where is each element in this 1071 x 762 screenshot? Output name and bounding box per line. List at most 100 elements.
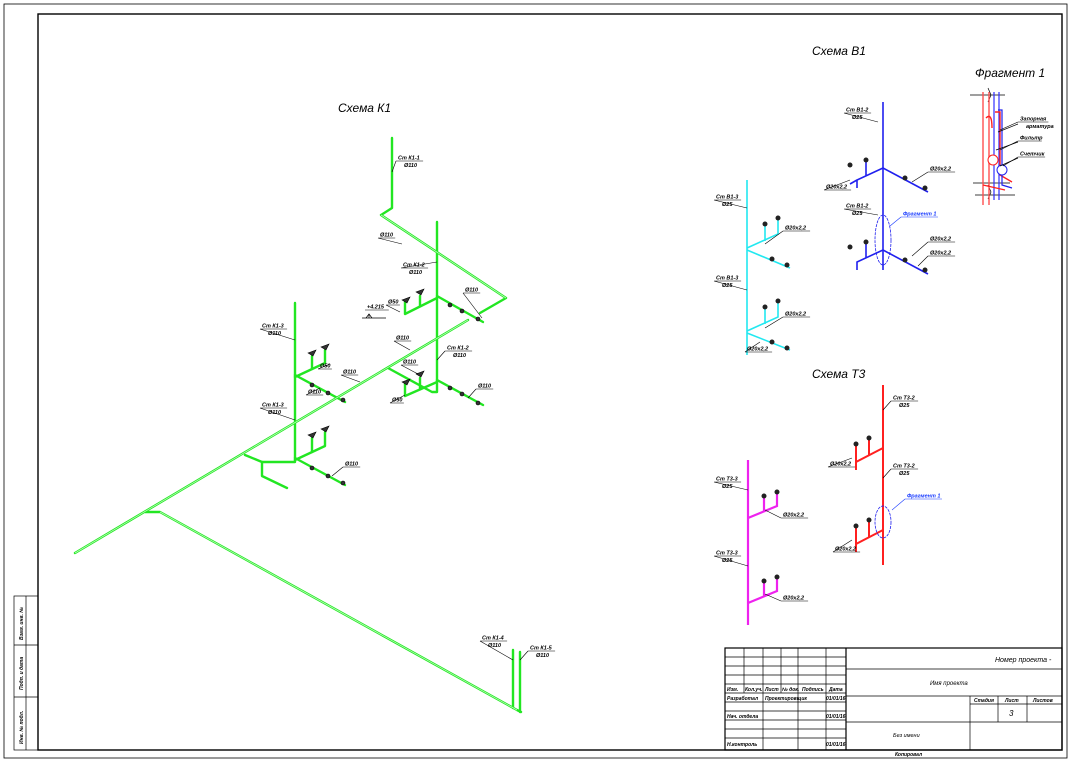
label-top-text: Ø110 [478,384,491,390]
label-leader-line [843,112,879,123]
label-leader-line [911,171,956,183]
label-top-text: Ø20x2,2 [830,462,851,468]
label-leader-line [317,363,332,370]
label-top-text: Ст К1-4 [482,636,504,642]
label-leader-line [340,374,361,383]
label-top-text: Ø20x2,2 [747,347,768,353]
label-top-text: Ø110 [308,390,321,396]
pipe-label: Фильтр [999,136,1043,151]
label-top-text: Ø20x2,2 [835,547,856,553]
label-leader-line [713,199,748,209]
label-bottom-text: Ø110 [268,331,281,337]
label-leader-line [882,400,919,411]
label-leader-line [891,498,942,511]
label-top-text: Фильтр [1020,136,1043,142]
pipe-label: Ø50 [385,300,401,313]
stamp-inv-original: Инв. № подл. [19,711,25,744]
label-leader-line [393,340,412,351]
label-bottom-text: Ø25 [899,403,910,409]
label-bottom-text: Ø25 [899,471,910,477]
label-leader-line [713,481,749,491]
label-top-text: Ø20x2,2 [785,226,806,232]
label-leader-line [827,457,856,468]
t3-riser [855,385,892,565]
pipe-label: Ø50 [389,394,406,404]
role-head: Нач. отдела [727,714,758,720]
label-leader-line [436,350,473,361]
label-leader-line [843,208,879,216]
label-leader-line [385,304,401,313]
label-leader-line [999,140,1042,151]
label-top-text: Ø110 [345,462,358,468]
label-leader-line [882,468,919,479]
label-top-text: Ст К1-1 [398,156,420,162]
label-top-text: Ø50 [388,300,398,306]
label-leader-line [400,261,438,269]
level-mark [362,313,386,319]
col-header-date: Дата [828,687,843,693]
label-leader-line [764,230,811,245]
title-t3: Схема Т3 [812,367,866,381]
label-top-text: Ø110 [465,288,478,294]
pipe-label: Ø110 [462,288,483,319]
label-leader-line [764,509,809,519]
label-leader-line [400,364,419,375]
k1-fixtures [307,288,481,486]
valve-icons [761,157,928,584]
label-top-text: Ст К1-5 [530,646,553,652]
label-top-text: Ø50 [392,398,402,404]
pipe-label: Ø110 [331,462,361,477]
pipe-label: Ø20x2,2 [832,539,861,553]
label-top-text: Ст В1-3 [716,276,738,282]
developer-name: Проектировщик [765,696,807,702]
label-leader-line [467,388,494,399]
pipe-label: Ø20x2,2 [917,251,956,267]
sheet-number: 3 [1009,709,1014,718]
pipe-label: Ø110 [467,384,494,399]
label-leader-line [259,328,296,341]
label-top-text: Ø20x2,2 [783,596,804,602]
label-top-text: Ст В1-2 [846,204,868,210]
date-head: 01/01/16 [826,714,846,720]
pipe-label: Ø20x2,2 [911,167,956,183]
label-bottom-text: Ø25 [852,211,863,217]
label-top-text: Ст Т3-2 [893,396,915,402]
b1-riser [849,102,929,275]
title-b1: Схема В1 [812,44,866,58]
label-top-text: Ø20x2,2 [930,167,951,173]
title-k1: Схема К1 [338,101,391,115]
label-top-text: Ø20x2,2 [826,185,847,191]
label-leader-line [713,555,749,567]
label-top-text: Ø110 [403,360,416,366]
b1-branch-riser [746,180,791,355]
col-header-sheet: Лист [764,687,779,693]
label-leader-line [917,255,956,267]
stage-label: Стадия [974,698,994,704]
pipe-label: Ø110 [393,336,412,351]
label-leader-line [764,316,811,329]
sheet-name: Без имени [893,733,920,739]
inner-frame [37,13,1063,751]
label-bottom-text: Ø110 [268,410,281,416]
date-norm-control: 01/01/16 [826,742,846,748]
title-fragment-1: Фрагмент 1 [975,66,1045,80]
pipe-label: Ø50 [317,363,332,370]
pipe-label: Счетчик [1002,152,1046,167]
label-leader-line [823,179,852,191]
pipe-label: Фрагмент 1 [889,212,938,227]
label-top-text: Ø50 [320,364,330,370]
pipe-label: Ø20x2,2 [764,509,809,519]
project-number: Номер проекта - [995,657,1052,664]
side-stamp [13,595,39,751]
project-name: Имя проекта [930,681,968,687]
k1-pipe-network [73,136,523,714]
label-top-text: Ø20x2,2 [930,251,951,257]
